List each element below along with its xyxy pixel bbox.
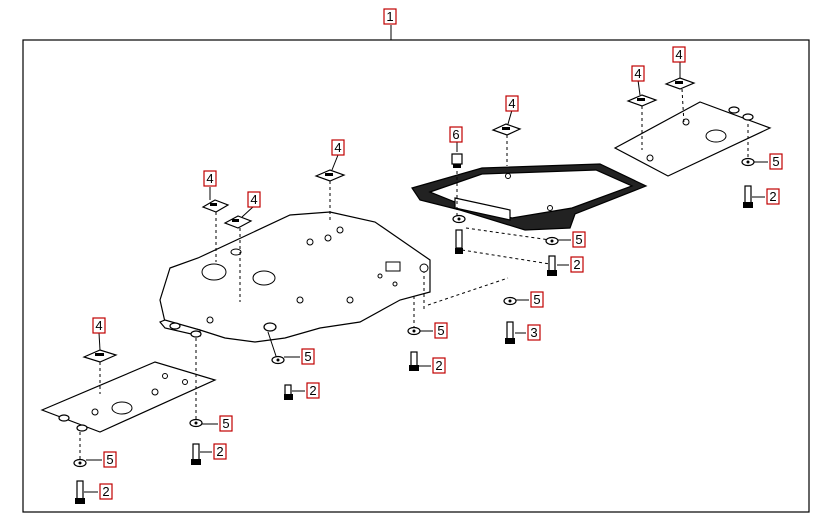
assembly-frame xyxy=(22,39,810,513)
callout-2: 2 xyxy=(570,256,584,273)
callout-number: 5 xyxy=(106,452,113,467)
callout-leaders xyxy=(84,62,768,493)
callout-5: 5 xyxy=(530,291,544,308)
callout-number: 2 xyxy=(435,358,442,373)
callout-4: 4 xyxy=(203,170,217,187)
callout-4: 4 xyxy=(331,139,345,156)
callout-4: 4 xyxy=(672,46,686,63)
callout-1: 1 xyxy=(383,8,397,25)
callout-number: 5 xyxy=(533,292,540,307)
callout-labels: 1 4 4 4 4 4 4 4 6 5 2 5 2 5 2 5 2 5 3 5 2 5 2 xyxy=(92,8,783,500)
callout-3: 3 xyxy=(527,324,541,341)
callout-number: 5 xyxy=(772,154,779,169)
clip-nuts xyxy=(82,77,696,363)
callout-number: 4 xyxy=(334,140,341,155)
main-skid-plate xyxy=(159,211,431,343)
callout-number: 2 xyxy=(769,189,776,204)
callout-number: 6 xyxy=(452,127,459,142)
rear-skid-plate xyxy=(613,101,772,177)
callout-number: 2 xyxy=(573,257,580,272)
callout-5: 5 xyxy=(103,451,117,468)
callout-4: 4 xyxy=(247,191,261,208)
callout-number: 4 xyxy=(675,47,682,62)
callout-4: 4 xyxy=(92,317,106,334)
callout-2: 2 xyxy=(213,443,227,460)
callout-2: 2 xyxy=(99,483,113,500)
callout-number: 4 xyxy=(250,192,257,207)
callout-number: 2 xyxy=(216,444,223,459)
callout-5: 5 xyxy=(219,415,233,432)
callout-number: 3 xyxy=(530,325,537,340)
callout-number: 4 xyxy=(95,318,102,333)
callout-2: 2 xyxy=(432,357,446,374)
callout-number: 2 xyxy=(102,484,109,499)
callout-number: 5 xyxy=(437,323,444,338)
callout-2: 2 xyxy=(766,188,780,205)
callout-number: 4 xyxy=(634,66,641,81)
callout-number: 2 xyxy=(309,383,316,398)
callout-number: 1 xyxy=(386,9,393,24)
callout-4: 4 xyxy=(631,65,645,82)
callout-number: 5 xyxy=(575,232,582,247)
callout-number: 5 xyxy=(222,416,229,431)
fasteners xyxy=(73,153,755,504)
callout-6: 6 xyxy=(449,126,463,143)
middle-guard-plate xyxy=(411,163,648,231)
callout-5: 5 xyxy=(769,153,783,170)
callout-number: 4 xyxy=(508,96,515,111)
front-skid-plate xyxy=(40,361,217,433)
callout-5: 5 xyxy=(572,231,586,248)
callout-4: 4 xyxy=(505,95,519,112)
callout-5: 5 xyxy=(434,322,448,339)
callout-2: 2 xyxy=(306,382,320,399)
callout-5: 5 xyxy=(301,348,315,365)
callout-number: 4 xyxy=(206,171,213,186)
assembly-guide-lines xyxy=(79,88,749,460)
callout-number: 5 xyxy=(304,349,311,364)
